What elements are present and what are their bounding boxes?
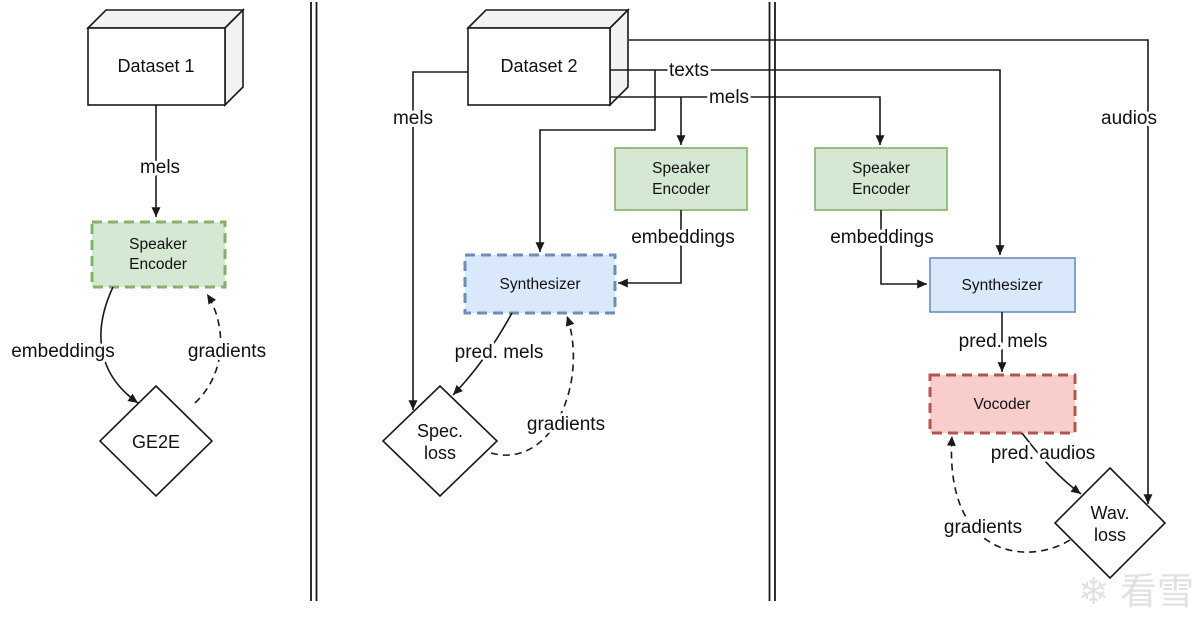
speaker-encoder1-line1: Speaker: [129, 236, 187, 253]
ge2e-loss-label: GE2E: [132, 432, 180, 452]
arrow-gradients-to-vocoder: [946, 435, 1071, 553]
dataset2-cube-side-face: [609, 8, 629, 107]
speaker-encoder3-line1: Speaker: [852, 160, 910, 177]
arrow-mels-to-encoder3: [610, 96, 885, 145]
synthesizer3-box: Synthesizer: [929, 257, 1076, 313]
spec-loss-diamond: Spec. loss: [381, 384, 499, 498]
wav-loss-diamond-shape: [1053, 466, 1167, 580]
dataset1-cube-front-face: [87, 27, 226, 106]
dataset2-cube-top-face: [466, 9, 630, 29]
stage3-panel: Speaker Encoder embeddings Synthesizer p…: [814, 147, 1167, 580]
watermark: ❄ 看雪: [1078, 571, 1194, 612]
speaker-encoder1-line2: Encoder: [129, 256, 187, 273]
stage2-panel: Dataset 2 mels audios texts mels Speaker…: [381, 8, 1160, 504]
arrow-predmels-to-specloss: [452, 312, 513, 396]
dataset2-cube: Dataset 2: [466, 8, 630, 107]
label-gradients-stage2: gradients: [527, 414, 605, 435]
speaker-encoder1-rect: [90, 220, 227, 289]
vocoder-box: Vocoder: [928, 373, 1077, 435]
arrow-texts-to-synthesizer3: [610, 69, 1005, 255]
label-embeddings-stage2: embeddings: [631, 227, 735, 248]
wav-loss-line2: loss: [1094, 525, 1126, 545]
synthesizer2-rect: [463, 253, 617, 315]
synthesizer3-rect: [929, 257, 1076, 313]
dataset1-cube-side-face: [224, 8, 244, 107]
arrow-embeddings-to-synthesizer2: [618, 210, 682, 288]
dataset2-label: Dataset 2: [500, 56, 577, 76]
arrow-texts-to-synthesizer2: [535, 70, 656, 252]
synthesizer2-box: Synthesizer: [463, 253, 617, 315]
label-embeddings-stage3: embeddings: [830, 227, 934, 248]
speaker-encoder3-rect: [814, 147, 948, 211]
speaker-encoder2-line2: Encoder: [652, 181, 710, 198]
dataset1-label: Dataset 1: [117, 56, 194, 76]
spec-loss-line2: loss: [424, 443, 456, 463]
spec-loss-line1: Spec.: [417, 421, 463, 441]
label-pred-audios: pred. audios: [991, 443, 1096, 464]
stage1-panel: Dataset 1 mels Speaker Encoder embedding…: [8, 8, 269, 498]
arrow-audios-to-wavloss: [629, 39, 1153, 504]
label-mels-left-stage2: mels: [393, 108, 433, 129]
label-texts: texts: [669, 60, 709, 81]
ge2e-diamond-shape: [98, 384, 214, 498]
label-gradients-stage3: gradients: [944, 517, 1022, 538]
dataset1-cube-top-face: [86, 9, 245, 29]
dataset2-cube-front-face: [467, 27, 611, 106]
watermark-text: 看雪: [1120, 571, 1194, 612]
spec-loss-diamond-shape: [381, 384, 499, 498]
synthesizer2-label: Synthesizer: [500, 276, 581, 293]
label-embeddings-stage1: embeddings: [11, 341, 115, 362]
vocoder-rect: [928, 373, 1077, 435]
speaker-encoder2-rect: [614, 147, 748, 211]
speaker-encoder3-box: Speaker Encoder: [814, 147, 948, 211]
speaker-encoder2-line1: Speaker: [652, 160, 710, 177]
arrow-embeddings-to-synthesizer3: [880, 210, 927, 289]
label-audios: audios: [1101, 108, 1157, 129]
arrow-predaudios-to-wavloss: [1021, 432, 1082, 495]
arrow-embeddings-to-ge2e: [100, 286, 139, 404]
synthesizer3-label: Synthesizer: [962, 277, 1043, 294]
dataset1-cube: Dataset 1: [86, 8, 245, 107]
speaker-encoder2-box: Speaker Encoder: [614, 147, 748, 211]
wav-loss-line1: Wav.: [1091, 503, 1130, 523]
stage-separator-2: [768, 2, 776, 601]
speaker-encoder3-line2: Encoder: [852, 181, 910, 198]
label-pred-mels-stage3: pred. mels: [959, 331, 1048, 352]
arrow-mels-to-specloss: [408, 71, 468, 410]
arrow-gradients-to-encoder1: [194, 293, 222, 404]
snowflake-icon: ❄: [1078, 571, 1109, 612]
ge2e-loss-diamond: GE2E: [98, 384, 214, 498]
arrow-gradients-to-synthesizer2: [490, 315, 575, 456]
stage-separator-1: [310, 2, 318, 601]
speaker-encoder1-box: Speaker Encoder: [90, 220, 227, 289]
label-mels-stage1: mels: [140, 157, 180, 178]
label-gradients-stage1: gradients: [188, 341, 266, 362]
label-pred-mels-stage2: pred. mels: [455, 342, 544, 363]
wav-loss-diamond: Wav. loss: [1053, 466, 1167, 580]
label-mels-right-stage2: mels: [709, 87, 749, 108]
vocoder-label: Vocoder: [974, 396, 1031, 413]
